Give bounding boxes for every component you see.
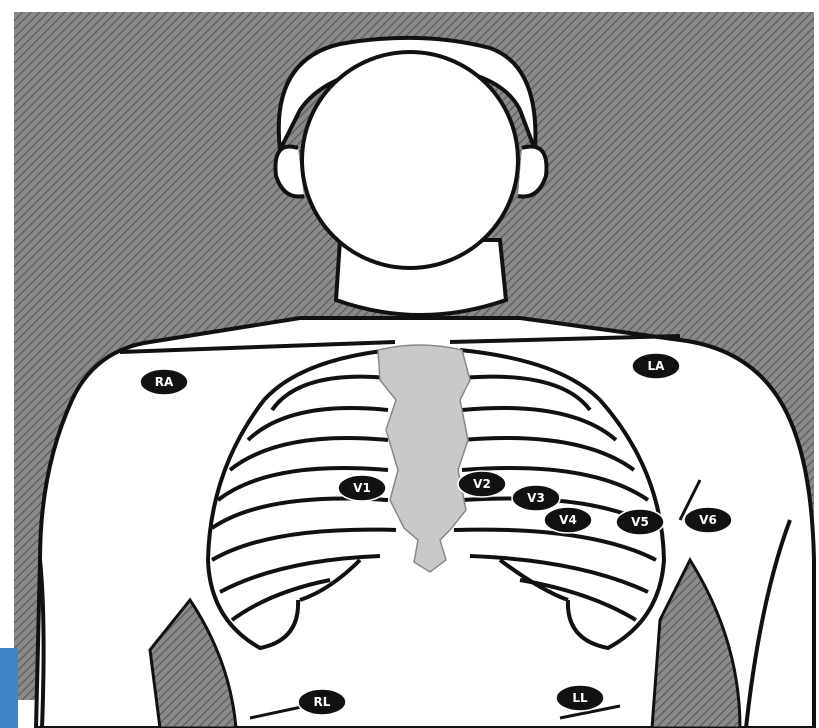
electrode-label-v2: V2 <box>473 477 491 491</box>
electrode-label-ra: RA <box>155 375 174 389</box>
head <box>302 52 518 268</box>
electrode-label-rl: RL <box>314 695 331 709</box>
electrode-v2: V2 <box>458 471 506 497</box>
electrode-ll: LL <box>556 685 604 711</box>
blue-edge-mark <box>0 648 18 728</box>
electrode-rl: RL <box>298 689 346 715</box>
electrode-label-v3: V3 <box>527 491 545 505</box>
electrode-label-v4: V4 <box>559 513 577 527</box>
electrode-label-v6: V6 <box>699 513 717 527</box>
electrode-ra: RA <box>140 369 188 395</box>
electrode-label-ll: LL <box>572 691 588 705</box>
electrode-label-la: LA <box>648 359 666 373</box>
electrode-v1: V1 <box>338 475 386 501</box>
electrode-v6: V6 <box>684 507 732 533</box>
electrode-v5: V5 <box>616 509 664 535</box>
electrode-label-v1: V1 <box>353 481 371 495</box>
electrode-v3: V3 <box>512 485 560 511</box>
electrode-la: LA <box>632 353 680 379</box>
electrode-v4: V4 <box>544 507 592 533</box>
electrode-label-v5: V5 <box>631 515 649 529</box>
